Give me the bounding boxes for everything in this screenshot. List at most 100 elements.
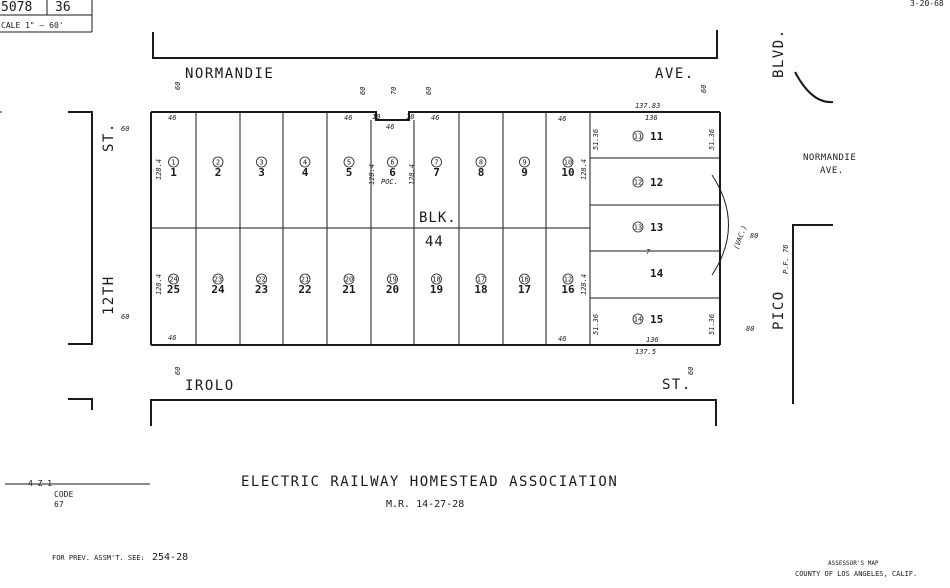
dim-depth-lot10: 128.4 [580, 159, 588, 180]
lot-divider-lines [195, 112, 720, 345]
code-label: CODE [54, 490, 73, 499]
dim-east-side-bottom-left: 51.36 [592, 314, 600, 335]
lot-number: 21 [342, 283, 356, 296]
dim-front-bottom-lot16: 46 [558, 335, 566, 343]
lot-number: 14 [650, 267, 664, 280]
dim-vacated: (VAC.) [732, 224, 748, 251]
parcel-circle [387, 156, 398, 168]
lot-number: 8 [478, 166, 485, 179]
street-suffix-st: ST. [662, 377, 692, 393]
parcel-circle [212, 273, 224, 285]
street-name-pico: PICO [771, 290, 787, 330]
lot-number: 23 [255, 283, 268, 296]
dim-notch-10a: 10 [372, 113, 380, 121]
prev-assessment-label: FOR PREV. ASSM'T. SEE: [52, 554, 145, 562]
pico-blvd-line [792, 224, 833, 404]
parcel-number: 24 [169, 276, 177, 284]
dim-poc: POC. [381, 178, 398, 186]
lot-number: 10 [561, 166, 574, 179]
dim-east-bottom-a: 136 [646, 336, 659, 344]
parcel-circle [475, 273, 487, 285]
lot-number: 18 [474, 283, 487, 296]
block-44-outline [150, 111, 721, 346]
dim-east-side-bottom-right: 51.36 [708, 314, 716, 335]
parcel-circle [632, 130, 644, 142]
lot-number: 20 [386, 283, 399, 296]
parcel-circle [387, 273, 398, 285]
code-value: 67 [54, 500, 64, 509]
dim-east-side-top-right: 51.36 [708, 129, 716, 150]
lot-number: 16 [561, 283, 575, 296]
twelfth-st-line [68, 111, 93, 345]
parcel-number: 7 [434, 159, 438, 167]
block-label: BLK. [419, 210, 457, 226]
dim-east-side-top-left: 51.36 [592, 129, 600, 150]
street-suffix-ave-east: AVE. [820, 166, 844, 176]
north-arrow: 4 Z 1 CODE 67 [5, 479, 150, 509]
dim-east-top-a: 137.83 [635, 102, 660, 110]
parcel-number: 22 [257, 276, 265, 284]
map-date: 3-20-68 [910, 0, 944, 8]
dim-notch-46: 46 [386, 123, 394, 131]
dim-depth-lot16: 128.4 [580, 274, 588, 295]
dim-depth-lot1: 128.4 [155, 159, 163, 180]
parcel-circle [562, 273, 574, 285]
lot-number: 1 [170, 166, 177, 179]
map-book-number: 5078 [1, 0, 32, 15]
width-pico-bottom: 80 [746, 325, 754, 333]
dim-front-top-lot10: 46 [558, 115, 566, 123]
parcel-number: 18 [432, 276, 440, 284]
dim-depth-lot6a: 128.4 [368, 164, 376, 185]
parcel-circle [632, 176, 644, 188]
parcel-number: 16 [520, 276, 528, 284]
parcel-circle [299, 156, 311, 168]
parcel-number: 6 [390, 159, 394, 167]
street-name-12th: 12TH [101, 275, 117, 315]
lot-number: 13 [650, 221, 663, 234]
street-name-irolo: IROLO [185, 378, 235, 394]
parcel-number: 12 [634, 179, 642, 187]
parcel-circle [212, 156, 224, 168]
parcel-number: 10 [564, 159, 572, 167]
street-lines [0, 30, 834, 426]
parcel-number: 14 [634, 316, 642, 324]
dim-depth-lot6b: 128.4 [408, 164, 416, 185]
parcel-circle [343, 156, 355, 168]
vacated-curve [711, 174, 729, 276]
parcel-circle [475, 156, 487, 168]
county-label: COUNTY OF LOS ANGELES, CALIF. [795, 570, 917, 578]
parcel-circle [632, 313, 644, 325]
lot-number: 24 [211, 283, 225, 296]
lot-number: 7 [433, 166, 440, 179]
street-suffix-12th-st: ST. [101, 122, 117, 152]
width-normandie-right: 60 [700, 85, 708, 93]
blvd-corner-curve [794, 71, 834, 104]
width-12th-bottom: 60 [121, 313, 129, 321]
parcel-circle [519, 273, 530, 285]
parcel-circle [168, 273, 179, 285]
dim-notch-10b: 10 [406, 113, 414, 121]
parcel-circle [256, 273, 267, 285]
lot-labels: 1122334455667788991010242523242223212220… [167, 130, 664, 326]
pico-pf-note: P.F. 76 [782, 244, 790, 274]
street-suffix-ave: AVE. [655, 66, 695, 82]
parcel-number: 20 [345, 276, 353, 284]
parcel-circle [519, 156, 530, 168]
parcel-number: 21 [301, 276, 309, 284]
parcel-circle [431, 273, 442, 285]
map-record: M.R. 14-27-28 [386, 499, 464, 510]
parcel-circle [431, 156, 442, 168]
irolo-st-line [150, 399, 717, 426]
width-normandie-b: 70 [390, 87, 398, 95]
dim-front-top-lot1: 46 [168, 114, 176, 122]
street-name-blvd: BLVD. [771, 28, 787, 78]
dim-east-top-b: 136 [645, 114, 658, 122]
lot-number: 22 [298, 283, 311, 296]
assessor-map-label: ASSESSOR'S MAP [828, 560, 879, 567]
width-normandie-c: 60 [425, 87, 433, 95]
parcel-number: 9 [522, 159, 526, 167]
width-normandie-left: 60 [174, 82, 182, 90]
parcel-number: 2 [216, 159, 220, 167]
parcel-circle [632, 221, 644, 233]
parcel-number: 19 [388, 276, 396, 284]
